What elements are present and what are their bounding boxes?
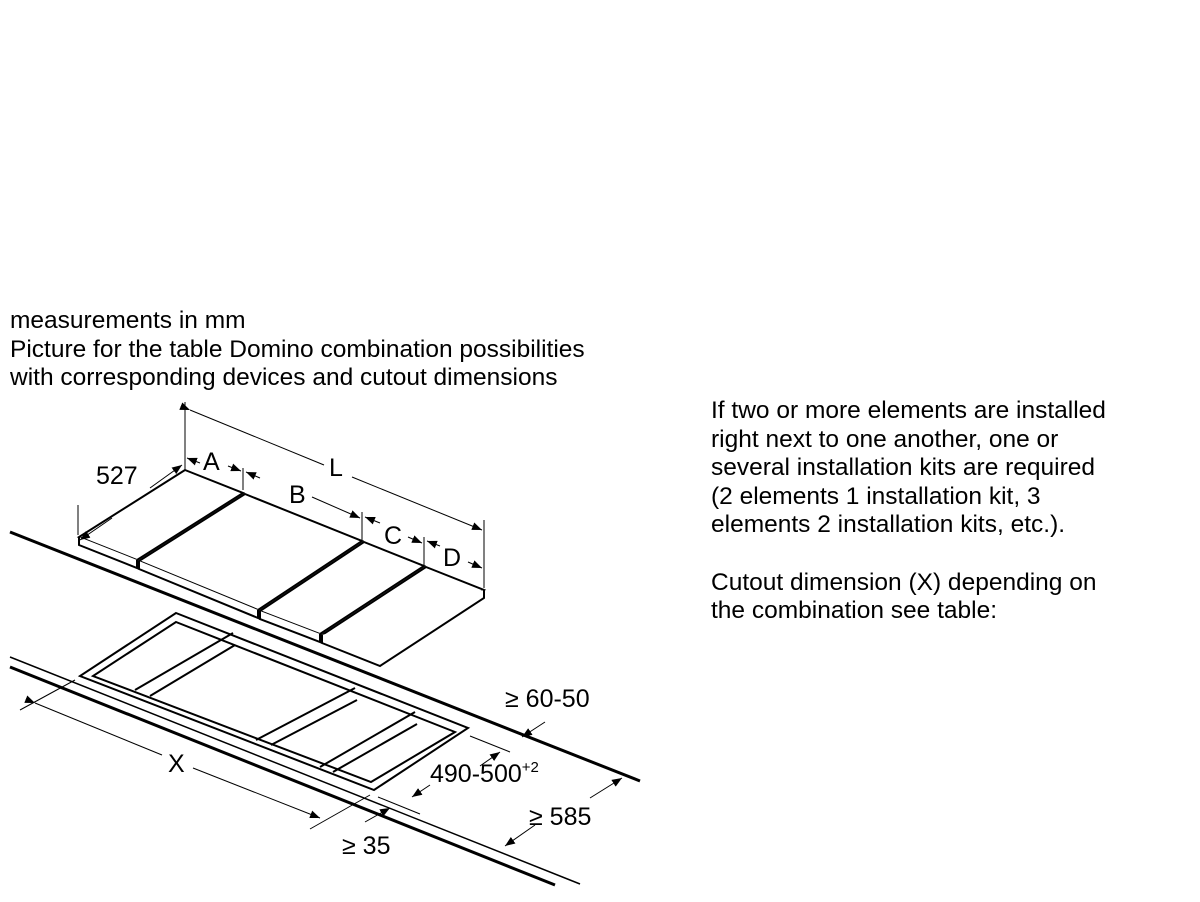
installation-notes: If two or more elements are installed ri… [711,397,1106,626]
cutout-depth-tolerance: +2 [522,759,539,776]
hob-modules [76,468,487,668]
note-line: (2 elements 1 installation kit, 3 [711,482,1041,510]
worktop-depth-label: ≥ 585 [529,803,591,831]
front-clearance-label: ≥ 35 [342,832,390,860]
label-c: C [384,522,402,550]
cutout-depth-value: 490-500 [430,760,522,788]
depth-label: 527 [96,462,138,490]
note-line: right next to one another, one or [711,425,1059,453]
label-d: D [443,544,461,572]
caption-line: with corresponding devices and cutout di… [10,364,558,391]
label-l: L [329,454,343,482]
cutout-depth-label: 490-500+2 [430,759,539,788]
dimension-lines [19,402,623,847]
label-a: A [203,448,220,476]
note-line: Cutout dimension (X) depending on [711,568,1097,596]
caption-line: Picture for the table Domino combination… [10,335,585,363]
note-line: elements 2 installation kits, etc.). [711,511,1066,538]
note-line: several installation kits are required [711,454,1096,481]
worktop-back-line [9,530,641,783]
note-line: the combination see table: [711,597,998,624]
label-b: B [289,481,306,509]
cutout-frame [77,611,471,792]
worktop-front-line [9,665,556,887]
label-x: X [168,750,185,778]
note-line: If two or more elements are installed [711,397,1106,424]
worktop-front-edge [9,656,581,885]
caption: measurements in mm Picture for the table… [10,307,585,393]
back-clearance-label: ≥ 60-50 [505,685,590,713]
caption-line: measurements in mm [10,307,246,334]
